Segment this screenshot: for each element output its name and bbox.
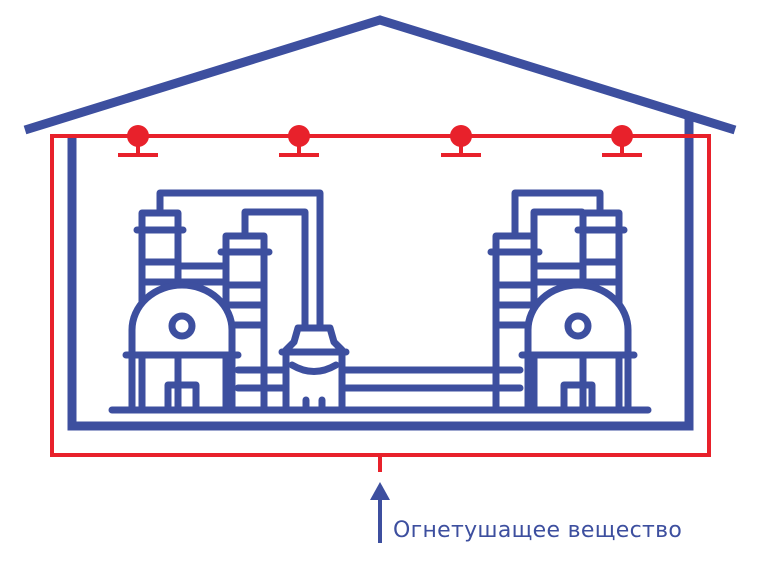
sprinkler-head bbox=[441, 125, 481, 157]
sprinkler-head bbox=[279, 125, 319, 157]
right-middle-pipe bbox=[530, 208, 586, 240]
extinguishing-agent-label: Огнетушащее вещество bbox=[393, 518, 683, 543]
left-upper-pipe bbox=[156, 189, 324, 332]
sprinkler-pipe-system bbox=[50, 125, 711, 472]
sprinkler-head bbox=[602, 125, 642, 157]
inlet-arrow-icon bbox=[370, 482, 390, 543]
left-middle-pipe bbox=[241, 208, 309, 332]
building bbox=[23, 15, 737, 431]
building-walls bbox=[67, 118, 694, 431]
industrial-equipment bbox=[108, 189, 652, 414]
center-vessel bbox=[278, 324, 350, 414]
sprinkler-pipe-loop bbox=[50, 134, 711, 457]
sprinkler-head bbox=[118, 125, 158, 157]
sprinkler-heads bbox=[118, 125, 642, 157]
right-upper-pipe bbox=[511, 189, 604, 240]
left-reactor bbox=[122, 281, 242, 414]
right-reactor bbox=[518, 281, 638, 414]
building-roof bbox=[23, 15, 737, 135]
